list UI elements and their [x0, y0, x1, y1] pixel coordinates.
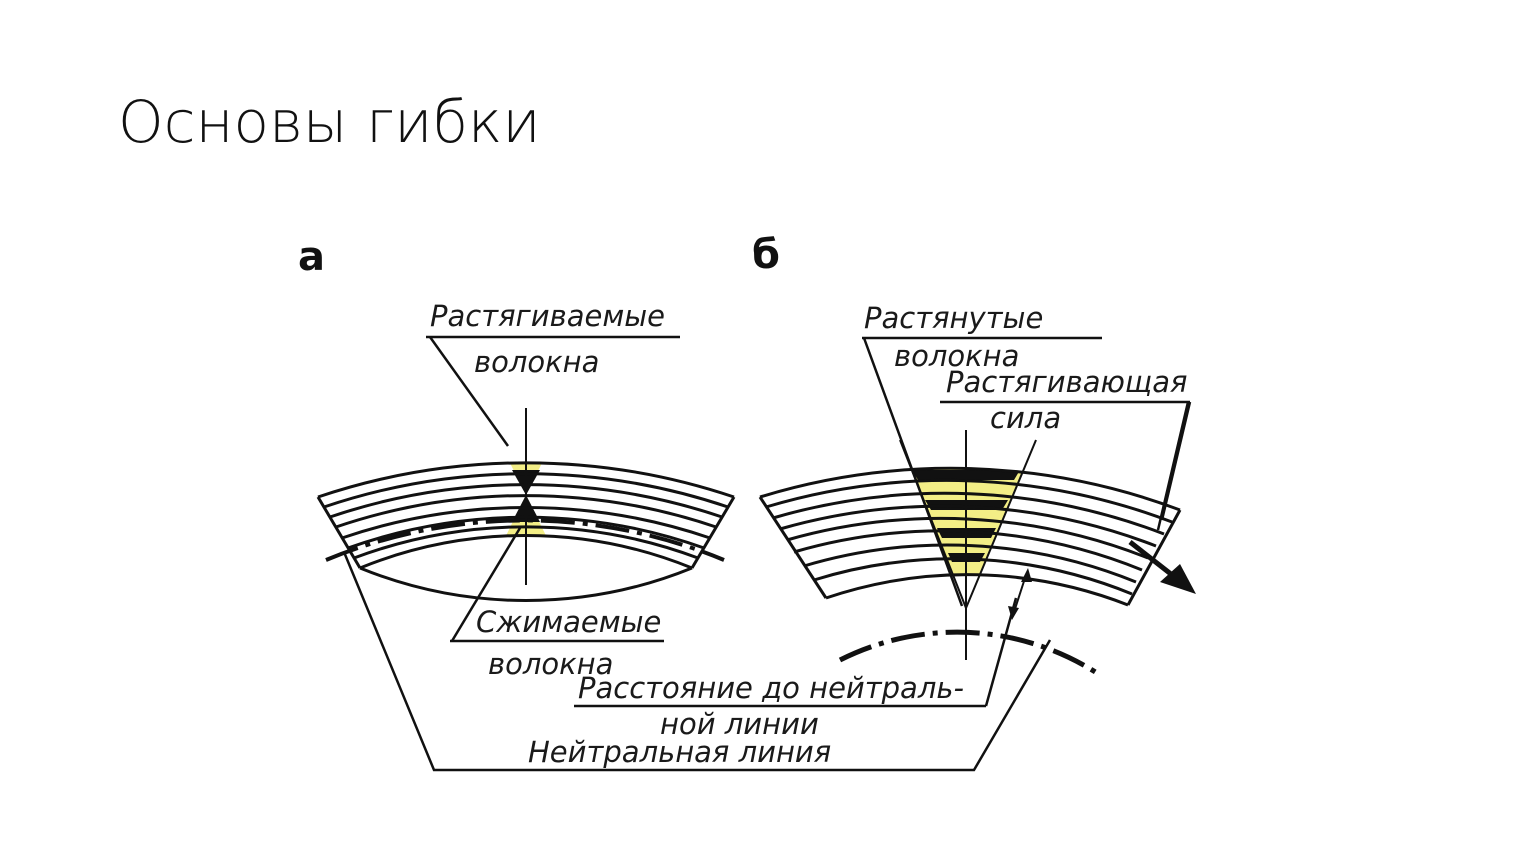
label-stretched-fibers: Растянутые — [864, 301, 1043, 335]
label-tensile-force: Растягивающая — [946, 365, 1187, 399]
label-tensile-force-2: сила — [990, 401, 1061, 435]
panel-label-b: б — [752, 232, 780, 278]
label-distance-2: ной линии — [660, 707, 819, 741]
leader-lines — [342, 335, 1192, 772]
beam-a — [316, 408, 736, 603]
label-compressed-fibers: Сжимаемые — [476, 605, 661, 639]
label-compressed-fibers-2: волокна — [488, 647, 613, 681]
beam-b — [758, 430, 1196, 678]
arrow-icon — [1160, 564, 1196, 594]
slide-title: Основы гибки — [118, 88, 541, 156]
label-stretchable-fibers: Растягиваемые — [430, 299, 665, 333]
panel-label-a: а — [298, 234, 325, 280]
label-stretchable-fibers-2: волокна — [474, 345, 599, 379]
label-distance: Расстояние до нейтраль- — [578, 671, 964, 705]
neutral-line-b — [838, 629, 1102, 678]
neutral-line-a — [325, 518, 725, 562]
label-neutral-line: Нейтральная линия — [528, 735, 831, 769]
label-stretched-fibers-2: волокна — [894, 339, 1019, 373]
